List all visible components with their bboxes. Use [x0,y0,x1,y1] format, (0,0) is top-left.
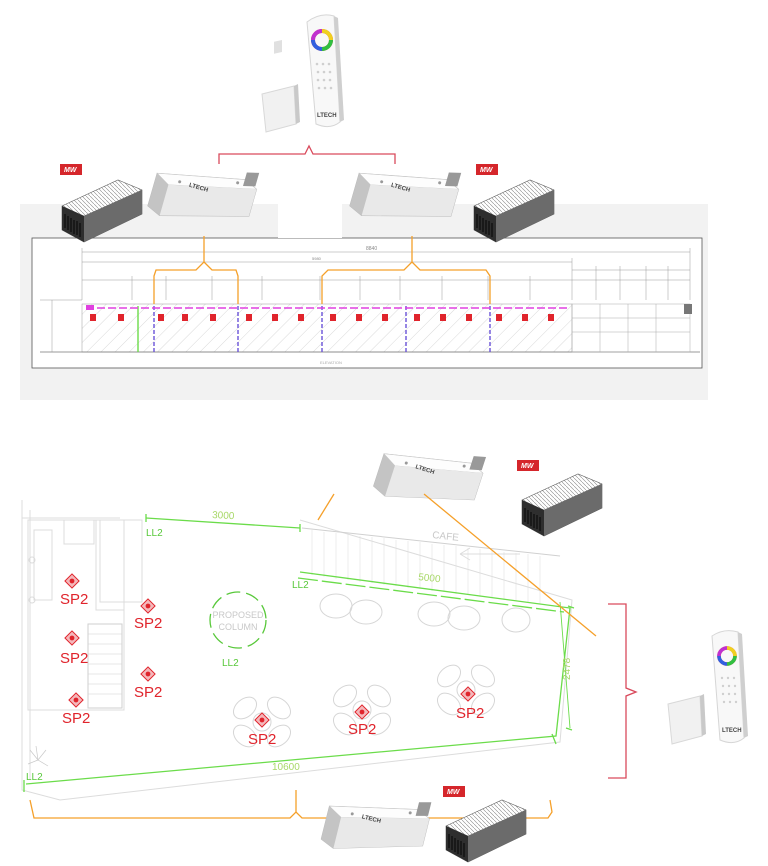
green-lighting-lines [23,514,575,792]
wall-bracket-icon [261,40,300,133]
svg-text:LTECH: LTECH [361,814,381,825]
svg-text:MW: MW [64,167,78,174]
spotlight-label: SP2 [348,721,376,738]
column-label-line2: COLUMN [218,622,257,632]
led-controller-icon: LTECH [371,426,489,524]
ll2-label: LL2 [222,658,239,669]
meanwell-logo-plan-top: MW [517,460,539,471]
ll2-label: LL2 [146,528,163,539]
controller-wiring-plan [29,493,597,819]
spotlight-icon [140,598,156,614]
svg-text:LTECH: LTECH [415,464,435,476]
spotlight-label: SP2 [60,591,88,608]
dining-tables [228,593,531,752]
elevation-second-dimension: 5980 [312,256,322,261]
spotlight-icon [68,692,84,708]
controller-wiring-brackets-top [153,236,491,304]
power-supply-icon [445,799,527,863]
spotlight-icon [140,666,156,682]
elevation-bottom-label: ELEVATION [320,360,342,365]
rgb-remote-control-icon: LTECH [306,14,344,128]
svg-text:MW: MW [447,789,461,796]
svg-text:LTECH: LTECH [390,183,410,194]
svg-text:MW: MW [480,167,494,174]
meanwell-logo-top-right: MW [476,164,498,175]
spotlight-icon [64,630,80,646]
elevation-top-dimension: 8840 [366,246,377,252]
spotlight-label: SP2 [456,705,484,722]
spotlight-label: SP2 [62,710,90,727]
spotlight-icon [64,573,80,589]
wall-bracket-icon [667,694,706,745]
remote-control-top: LTECH [261,14,344,133]
remote-wiring-bracket-right [608,603,638,779]
dim-right-top: 5000 [418,572,442,585]
elevation-drawing: 8840 5980 ELEVATION [40,246,700,365]
led-controller-icon: LTECH [145,145,262,240]
ll2-label: LL2 [292,580,309,591]
svg-text:LTECH: LTECH [188,183,208,194]
power-supply-icon [521,473,603,537]
remote-wiring-bracket-top [218,144,396,164]
spotlights: SP2 SP2 SP2 SP2 SP2 SP2 SP2 SP2 [60,573,484,748]
led-controller-icon: LTECH [347,145,464,240]
remote-brand-label: LTECH [722,728,742,734]
proposed-column: PROPOSED COLUMN [209,591,267,649]
rgb-remote-control-icon: LTECH [711,630,748,744]
cafe-label: CAFE [432,530,460,544]
dim-top: 3000 [212,510,235,522]
dim-bottom: 10600 [272,762,300,773]
spotlight-label: SP2 [248,731,276,748]
ll2-label: LL2 [26,772,43,783]
spotlight-label: SP2 [134,684,162,701]
svg-text:MW: MW [521,463,535,470]
led-controller-icon: LTECH [319,778,434,866]
spotlight-label: SP2 [134,615,162,632]
remote-control-right: LTECH [667,630,748,745]
meanwell-logo-top-left: MW [60,164,82,175]
remote-brand-label: LTECH [317,113,337,119]
spotlight-label: SP2 [60,650,88,667]
dim-right-side: 2478 [562,657,573,680]
column-label-line1: PROPOSED [212,610,264,620]
meanwell-logo-bottom: MW [443,786,465,797]
floor-plan [21,500,573,801]
